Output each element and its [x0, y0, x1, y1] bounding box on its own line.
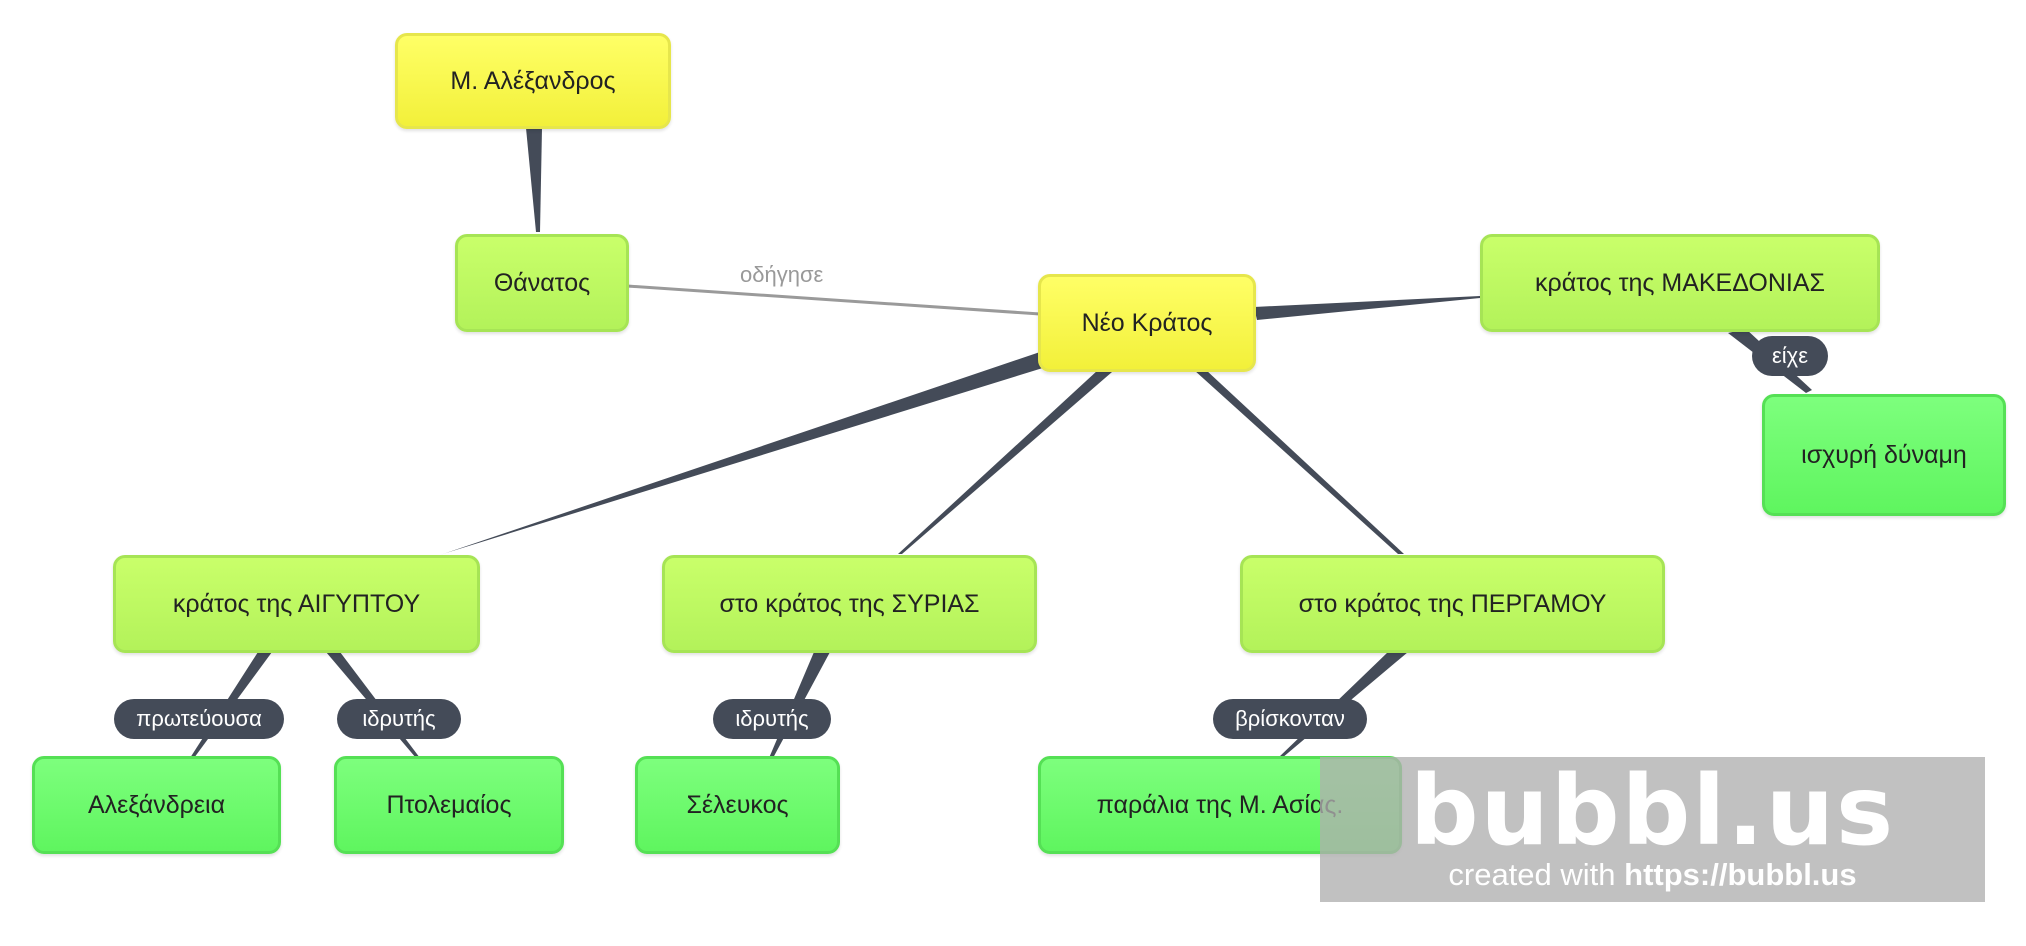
edge-label-odigise: οδήγησε [740, 262, 824, 287]
connector-thanatos-neo-kratos [626, 284, 1041, 316]
connector-neo-kratos-makedonia [1254, 296, 1480, 320]
node-label: Μ. Αλέξανδρος [450, 66, 616, 95]
node-label: Πτολεμαίος [386, 790, 512, 819]
node-label: παράλια της Μ. Ασίας. [1096, 790, 1344, 819]
node-neo-kratos[interactable]: Νέο Κράτος [1038, 274, 1256, 372]
node-label: Θάνατος [493, 268, 591, 297]
node-label: ισχυρή δύναμη [1801, 440, 1967, 469]
node-pergamos[interactable]: στο κράτος της ΠΕΡΓΑΜΟΥ [1240, 555, 1665, 653]
node-makedonia[interactable]: κράτος της ΜΑΚΕΔΟΝΙΑΣ [1480, 234, 1880, 332]
node-seleukos[interactable]: Σέλευκος [635, 756, 840, 854]
bubblus-logo: bubbl.us [1409, 755, 1896, 867]
node-label: στο κράτος της ΠΕΡΓΑΜΟΥ [1298, 589, 1607, 618]
node-alexandreia[interactable]: Αλεξάνδρεια [32, 756, 281, 854]
node-aigyptos[interactable]: κράτος της ΑΙΓΥΠΤΟΥ [113, 555, 480, 653]
connector-neo-kratos-aigyptos [440, 352, 1046, 555]
node-label: Αλεξάνδρεια [87, 790, 226, 819]
bubblus-watermark: bubbl.us created with https://bubbl.us [1320, 757, 1985, 902]
node-label: Σέλευκος [686, 790, 789, 819]
edge-label-idrytis-2: ιδρυτής [713, 699, 831, 739]
node-label: κράτος της ΜΑΚΕΔΟΝΙΑΣ [1535, 268, 1825, 297]
watermark-caption: created with https://bubbl.us [1320, 857, 1985, 893]
edge-label-protevousa: πρωτεύουσα [114, 699, 284, 739]
node-thanatos[interactable]: Θάνατος [455, 234, 629, 332]
connector-neo-kratos-pergamos [1194, 370, 1404, 554]
node-label: κράτος της ΑΙΓΥΠΤΟΥ [172, 589, 421, 618]
node-ptolemaios[interactable]: Πτολεμαίος [334, 756, 564, 854]
edge-label-vriskontan: βρίσκονταν [1213, 699, 1367, 739]
node-label: Νέο Κράτος [1081, 308, 1213, 337]
connector-alexandros-thanatos [526, 128, 542, 232]
edge-label-eixe: είχε [1752, 336, 1828, 376]
node-alexandros[interactable]: Μ. Αλέξανδρος [395, 33, 671, 129]
connector-neo-kratos-syria [898, 370, 1112, 554]
edge-label-idrytis-1: ιδρυτής [337, 699, 461, 739]
watermark-created-text: created with [1448, 857, 1625, 892]
node-syria[interactable]: στο κράτος της ΣΥΡΙΑΣ [662, 555, 1037, 653]
node-label: στο κράτος της ΣΥΡΙΑΣ [719, 589, 980, 618]
node-dynami[interactable]: ισχυρή δύναμη [1762, 394, 2006, 516]
watermark-url: https://bubbl.us [1624, 857, 1857, 892]
